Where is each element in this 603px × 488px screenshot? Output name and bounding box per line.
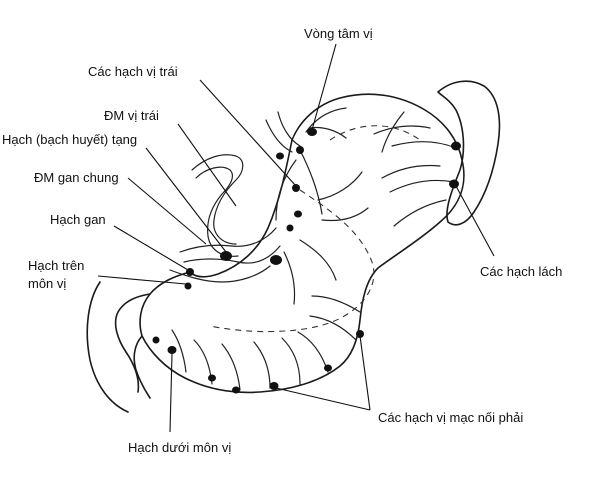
vessel-branch [171,329,187,373]
spleen-outline [437,80,501,226]
gastroepiploic-node [208,374,216,382]
subpyloric-node [167,346,177,354]
left-gastric-node [292,184,300,192]
vessel-branch [221,343,241,391]
label-splenic-nodes: Các hạch lách [480,264,562,279]
vessel-branch [373,125,431,135]
label-left-gastric-nodes: Các hạch vị trái [88,64,178,79]
label-left-gastric-artery: ĐM vị trái [104,108,159,123]
suprapyloric-node [184,282,192,290]
leader-gastroepiploic-a [359,335,371,411]
vessel-branch [317,171,363,201]
dashed-line-body [209,189,375,333]
vessel-branch [253,341,271,389]
stomach-outline [139,93,465,394]
subpyloric-node [152,336,160,344]
splenic-node [449,179,459,189]
dashed-line-fundus [329,125,421,141]
vessel-branch [277,111,301,147]
leader-suprapyloric-nodes [97,275,187,285]
celiac-node [270,255,282,265]
left-gastric-node [286,224,294,232]
vessel-branch [309,315,357,341]
vessel-branch [391,141,457,149]
label-hepatic-nodes: Hạch gan [50,212,106,227]
vessel-branch [275,159,297,221]
vessel-branch [389,179,455,193]
leader-lines [97,43,495,433]
lesser-curvature [189,139,293,278]
label-suprapyloric-line1: Hạch trên [28,258,84,273]
stomach-drawing [86,80,501,413]
vessel-branch [299,239,337,281]
vessel-branch [311,295,361,313]
vessel-branch [393,199,447,227]
vessel-branch [281,337,301,385]
label-right-gastroepiploic-nodes: Các hạch vị mạc nối phải [378,410,523,425]
cardia-node [307,128,317,136]
hepatic-vessel-2 [183,245,281,264]
gastroepiploic-node [324,364,332,372]
leader-hepatic-nodes [113,225,189,271]
duodenum-curve [86,281,129,413]
vessel-branch [297,331,329,373]
leader-left-gastric-artery [177,123,237,207]
vessel-branch [265,119,293,153]
leader-cardia-ring [311,43,337,131]
left-gastric-artery-vessel [191,154,244,245]
cardia-node [296,146,304,154]
label-cardia-ring: Vòng tâm vị [304,26,373,41]
vessel-branch [321,207,369,222]
vessel-branch [299,149,323,215]
labels: Vòng tâm vị Các hạch vị trái ĐM vị trái … [2,26,562,455]
label-common-hepatic-artery: ĐM gan chung [34,170,119,185]
leader-subpyloric-nodes [169,353,173,433]
leader-common-hepatic-artery [127,177,207,245]
vessel-branch [305,107,347,133]
vessel-branch [381,111,405,153]
gastroepiploic-node [232,386,240,394]
duodenum-outline-2 [133,335,151,399]
common-hepatic-artery-vessel [195,166,239,257]
label-celiac-nodes: Hạch (bạch huyết) tạng [2,132,137,147]
hepatic-vessel-1 [179,227,277,253]
leader-left-gastric-nodes [199,79,297,187]
leader-gastroepiploic-b [275,387,371,411]
cardia-node [276,152,284,160]
pyloric-vessel [169,265,271,283]
vessel-branch [381,164,441,179]
label-subpyloric-nodes: Hạch dưới môn vị [128,440,231,455]
label-suprapyloric-line2: môn vị [28,276,66,291]
duodenum-outline [114,293,151,393]
vessel-branch [283,251,296,305]
left-gastric-node [294,210,302,218]
lymph-nodes [152,128,461,394]
leader-celiac-nodes [145,147,227,253]
splenic-node [451,141,461,151]
gastroepiploic-node [356,330,364,338]
leader-splenic-nodes [455,185,495,257]
celiac-node [220,251,232,261]
